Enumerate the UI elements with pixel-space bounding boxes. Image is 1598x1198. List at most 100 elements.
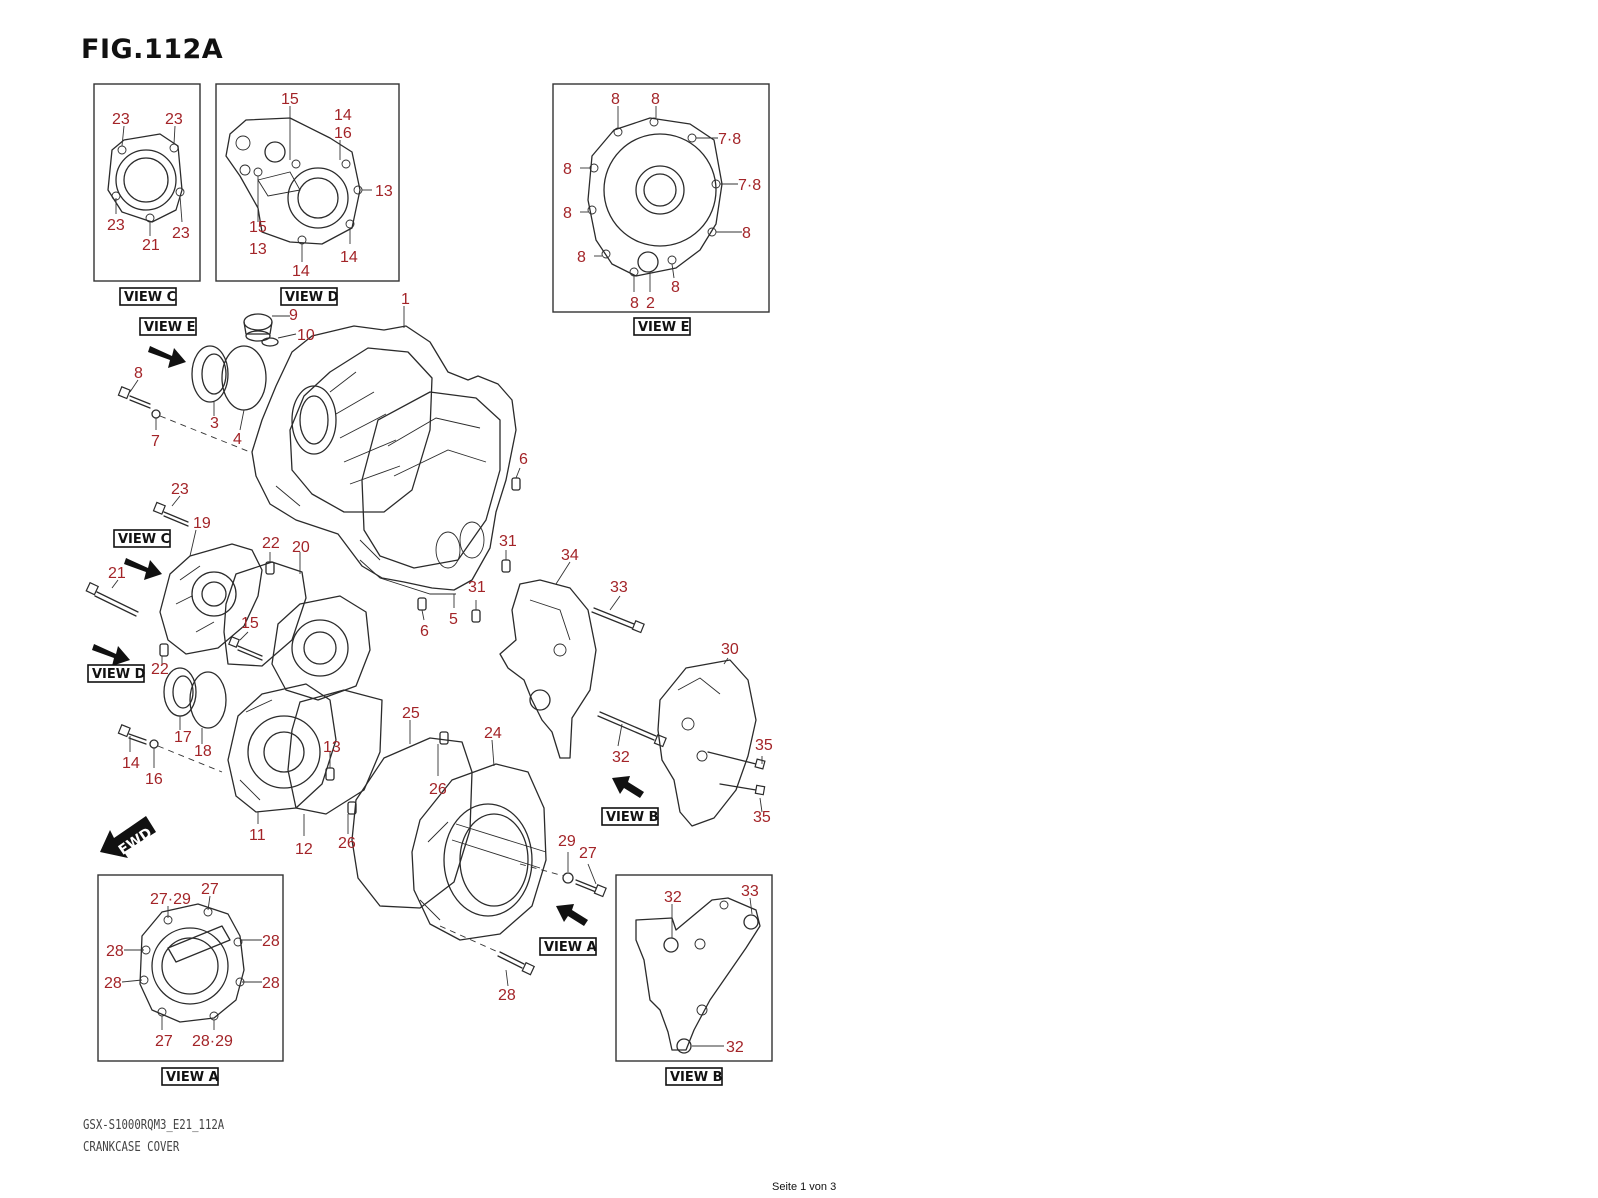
callout-31: 31 [468, 579, 486, 596]
callout-8: 8 [651, 91, 660, 108]
inset-view-c-frame [93, 83, 201, 282]
callout-7: 7 [151, 433, 160, 450]
callout-8: 8 [630, 295, 639, 312]
arrow-view-b [612, 776, 644, 798]
inset-view-d-frame [215, 83, 400, 282]
callout-8: 8 [563, 161, 572, 178]
figure-code: GSX-S1000RQM3_E21_112A [83, 1118, 225, 1133]
callout-35: 35 [753, 809, 771, 826]
callout-22: 22 [262, 535, 280, 552]
callout-33: 33 [610, 579, 628, 596]
callout-27: 27 [579, 845, 597, 862]
callout-19: 19 [193, 515, 211, 532]
callout-32: 32 [612, 749, 630, 766]
view-c-label-main-text: VIEW C [118, 532, 170, 547]
view-d-label-main: VIEW D [87, 664, 146, 683]
part-6-dowel-pin-a [511, 477, 521, 491]
callout-20: 20 [292, 539, 310, 556]
part-23-bolt [152, 501, 189, 527]
callout-24: 24 [484, 725, 502, 742]
callout-16: 16 [145, 771, 163, 788]
view-e-label-inset: VIEW E [633, 317, 691, 336]
callout-21: 21 [108, 565, 126, 582]
leader-lines [111, 106, 763, 1047]
part-22-dowel-pin-b [159, 643, 169, 657]
callout-28: 28 [498, 987, 516, 1004]
callout-13: 13 [375, 183, 393, 200]
view-c-label-main: VIEW C [113, 529, 171, 548]
callout-14: 14 [334, 107, 352, 124]
view-d-label-inset: VIEW D [280, 287, 339, 306]
view-b-label-main: VIEW B [601, 807, 659, 826]
view-a-label-inset: VIEW A [161, 1067, 219, 1086]
assembly-line-bolt-8 [159, 415, 251, 453]
inset-view-e-frame [552, 83, 770, 313]
view-b-label-inset: VIEW B [665, 1067, 723, 1086]
part-20-gasket [223, 561, 307, 667]
part-14-bolt [117, 724, 147, 745]
callout-8: 8 [742, 225, 751, 242]
part-28-bolt [497, 951, 536, 976]
part-4-o-ring [221, 345, 267, 411]
assembly-line-bolt-14 [157, 745, 223, 773]
callout-14: 14 [340, 249, 358, 266]
view-e-label-text: VIEW E [638, 320, 690, 335]
part-30-cover [657, 659, 757, 827]
inset-view-b-bracket [635, 897, 761, 1054]
view-a-label-text: VIEW A [166, 1070, 219, 1085]
part-34-bracket [499, 579, 597, 759]
inset-view-b-frame [615, 874, 773, 1062]
callout-9: 9 [289, 307, 298, 324]
callout-32: 32 [726, 1039, 744, 1056]
part-31-dowel-pin-a [501, 559, 511, 573]
callout-numbers: 23 23 23 23 21 15 14 16 13 15 13 14 14 8… [104, 91, 773, 1056]
callout-4: 4 [233, 431, 242, 448]
callout-18: 18 [194, 743, 212, 760]
callout-8: 8 [671, 279, 680, 296]
callout-1: 1 [401, 291, 410, 308]
callout-30: 30 [721, 641, 739, 658]
view-c-label-text: VIEW C [124, 290, 176, 305]
part-26-dowel-pin-b [347, 801, 357, 815]
part-6-dowel-pin-b [417, 597, 427, 611]
page-number: Seite 1 von 3 [772, 1181, 837, 1193]
callout-28-29: 28·29 [192, 1033, 233, 1050]
callout-15: 15 [249, 219, 267, 236]
part-9-filler-cap [243, 313, 273, 342]
callout-26: 26 [338, 835, 356, 852]
callout-7-8: 7·8 [738, 177, 761, 194]
inset-view-a-cover [139, 903, 245, 1023]
part-1-crankcase [251, 325, 517, 591]
callout-23: 23 [171, 481, 189, 498]
callout-27-29: 27·29 [150, 891, 191, 908]
callout-31: 31 [499, 533, 517, 550]
part-26-dowel-pin-a [439, 731, 449, 745]
callout-23: 23 [112, 111, 130, 128]
callout-27: 27 [155, 1033, 173, 1050]
part-31-dowel-pin-b [471, 609, 481, 623]
part-21-bolt [85, 581, 139, 617]
part-35-bolt-b [719, 783, 766, 796]
part-12-gasket [287, 689, 383, 815]
part-16-washer [149, 739, 159, 749]
callout-2: 2 [646, 295, 655, 312]
callout-6: 6 [420, 623, 429, 640]
part-7-washer [151, 409, 161, 419]
callout-35: 35 [755, 737, 773, 754]
callout-8: 8 [134, 365, 143, 382]
part-35-bolt-a [707, 751, 766, 770]
part-10-o-ring [261, 337, 279, 347]
view-a-label-main-text: VIEW A [544, 940, 597, 955]
view-c-label-inset: VIEW C [119, 287, 177, 306]
part-19-water-pump-cover [159, 543, 263, 655]
part-24-generator-cover [411, 763, 547, 941]
callout-33: 33 [741, 883, 759, 900]
callout-11: 11 [249, 827, 266, 844]
view-e-label-main-text: VIEW E [144, 320, 196, 335]
callout-14: 14 [292, 263, 310, 280]
inset-view-a-frame [97, 874, 284, 1062]
callout-3: 3 [210, 415, 219, 432]
callout-28: 28 [106, 943, 124, 960]
